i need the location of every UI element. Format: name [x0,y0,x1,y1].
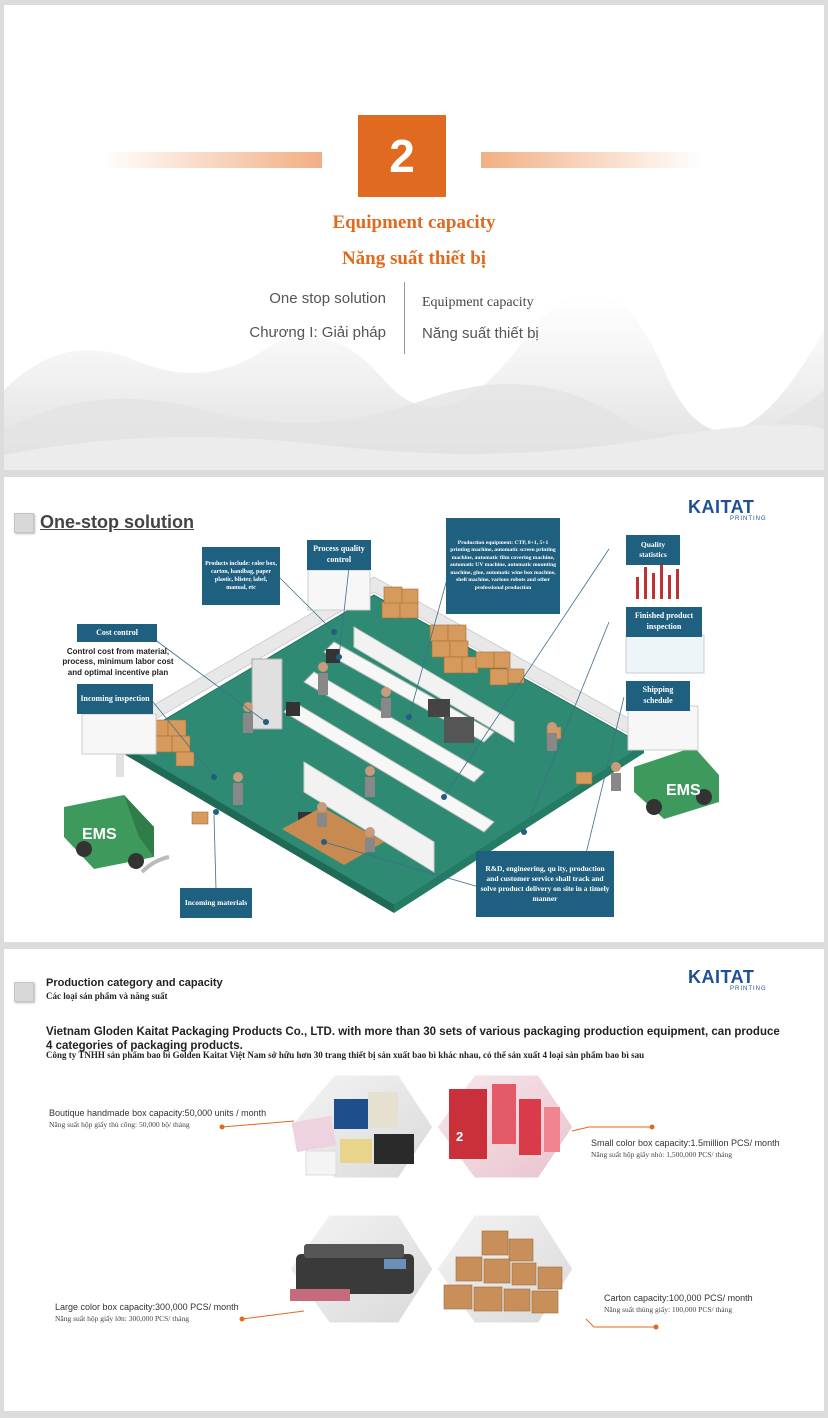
brand-logo-sub: PRINTING [730,986,767,992]
section-title-vi: Năng suất thiết bị [341,248,487,269]
small-box-capacity-en: Small color box capacity:1.5million PCS/… [591,1138,780,1148]
left-decor-band [102,152,322,168]
brand-logo: KAITAT [688,967,755,987]
slide-section-cover: 2 Equipment capacity Năng suất thiết bị … [4,5,824,470]
truck-right-label: EMS [666,782,701,799]
label-rnd-service: R&D, engineering, qu ity, production and… [476,851,614,917]
heading-vi: Các loại sản phẩm và năng suất [46,991,168,1001]
heading-bullet-square [14,982,34,1002]
truck-left-label: EMS [82,826,117,843]
boutique-capacity-en: Boutique handmade box capacity:50,000 un… [49,1108,267,1118]
title-bullet-square [14,513,34,533]
boutique-capacity-vi: Năng suất hộp giấy thủ công: 50,000 bộ/ … [49,1120,190,1129]
truck-right: EMS [634,747,719,819]
label-finished-product-inspection: Finished product inspection [626,607,702,637]
carton-capacity-en: Carton capacity:100,000 PCS/ month [604,1293,753,1303]
label-quality-statistics: Quality statistics [626,535,680,565]
toc-divider [404,282,405,354]
mountain-mist-background [4,291,824,470]
toc-left-line1: One stop solution [269,290,386,307]
truck-left: EMS [64,795,154,869]
product-hexagon-collage: 2 [219,1072,659,1330]
large-box-capacity-en: Large color box capacity:300,000 PCS/ mo… [55,1302,239,1312]
slide-section-one-stop: One-stop solution KAITAT PRINTING [4,477,824,942]
factory-floor-illustration: EMS EMS [64,548,719,913]
note-cost-control: Control cost from material, process, min… [62,647,174,677]
right-decor-band [481,152,703,168]
small-box-capacity-vi: Năng suất hộp giấy nhỏ: 1,500,000 PCS/ t… [591,1150,733,1159]
label-cost-control: Cost control [77,624,157,642]
heading-en: Production category and capacity [46,977,223,989]
label-process-quality-control: Process quality control [307,540,371,570]
slide-section-production-category: Production category and capacity Các loạ… [4,949,824,1411]
slide-title: One-stop solution [40,512,194,532]
svg-text:2: 2 [456,1129,463,1144]
brand-logo-sub: PRINTING [730,516,767,522]
intro-text-vi: Công ty TNHH sản phẩm bao bì Golden Kait… [46,1050,645,1060]
carton-capacity-vi: Năng suất thùng giấy: 100,000 PCS/ tháng [604,1305,733,1314]
label-incoming-materials: Incoming materials [180,888,252,918]
label-incoming-inspection: Incoming inspection [77,684,153,714]
toc-right-line1: Equipment capacity [422,295,534,310]
brand-logo: KAITAT [688,497,755,517]
section-title-en: Equipment capacity [332,212,496,233]
toc-right-line2: Năng suất thiết bị [422,325,539,342]
label-products: Products include: color box, carton, han… [202,547,280,605]
intro-text-en: Vietnam Gloden Kaitat Packaging Products… [46,1026,780,1053]
section-number-box: 2 [358,115,446,197]
toc-left-line2: Chương I: Giải pháp [249,324,386,341]
large-box-capacity-vi: Năng suất hộp giấy lớn: 300,000 PCS/ thá… [55,1314,189,1323]
label-production-equipment: Production equipment: CTP, 8+1, 5+1 prin… [446,518,560,614]
label-shipping-schedule: Shipping schedule [626,681,690,711]
